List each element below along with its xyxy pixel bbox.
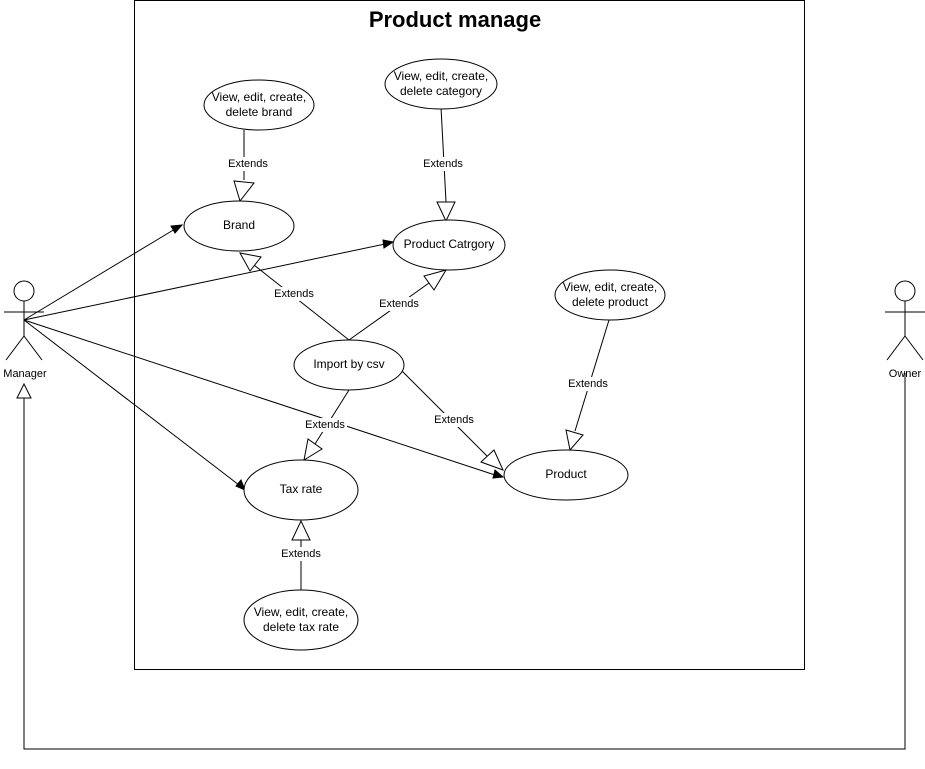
actor-manager[interactable]: Manager — [3, 280, 47, 380]
extend-crudproduct-product-label: Extends — [568, 378, 608, 390]
extend-import-taxrate — [314, 389, 350, 445]
actor-owner-head — [894, 280, 916, 302]
generalization-owner-manager-arrowhead — [16, 382, 32, 399]
extend-import-brand-arrowhead — [239, 252, 262, 272]
usecase-product-category-label: Product Catrgory — [404, 237, 495, 251]
usecase-tax-rate[interactable]: Tax rate — [243, 459, 359, 521]
usecase-crud-brand[interactable]: View, edit, create, delete brand — [203, 79, 315, 131]
usecase-crud-tax-rate-line1: View, edit, create, — [254, 605, 349, 619]
actor-owner-label: Owner — [889, 368, 922, 380]
extend-crudcategory-category-label: Extends — [423, 158, 463, 170]
usecase-crud-category-line1: View, edit, create, — [394, 69, 489, 83]
assoc-manager-category-arrowhead — [382, 239, 395, 249]
usecase-crud-category[interactable]: View, edit, create, delete category — [384, 58, 498, 110]
usecase-crud-product-line1: View, edit, create, — [563, 280, 658, 294]
system-title: Product manage — [369, 7, 541, 32]
usecase-crud-brand-line1: View, edit, create, — [212, 90, 307, 104]
usecase-tax-rate-label: Tax rate — [280, 482, 323, 496]
extend-crudtaxrate-taxrate-label: Extends — [281, 548, 321, 560]
usecase-product-label: Product — [545, 467, 587, 481]
usecase-brand-label: Brand — [223, 218, 255, 232]
extend-import-brand-label: Extends — [274, 288, 314, 300]
usecase-product-category[interactable]: Product Catrgory — [392, 219, 506, 271]
generalization-owner-manager — [23, 373, 906, 750]
assoc-manager-product — [23, 319, 496, 476]
extend-crudtaxrate-taxrate-arrowhead — [291, 519, 311, 541]
extend-import-taxrate-arrowhead — [303, 438, 323, 462]
usecase-brand[interactable]: Brand — [183, 200, 295, 252]
extend-crudbrand-brand-label: Extends — [228, 158, 268, 170]
actor-manager-head — [13, 280, 35, 302]
assoc-manager-brand-arrowhead — [170, 224, 184, 234]
assoc-manager-category — [23, 243, 386, 321]
usecase-crud-tax-rate-line2: delete tax rate — [263, 620, 339, 634]
usecase-crud-category-line2: delete category — [400, 84, 482, 98]
extend-import-category-arrowhead — [423, 269, 448, 291]
extend-import-product-label: Extends — [434, 414, 474, 426]
usecase-crud-brand-line2: delete brand — [226, 105, 293, 119]
assoc-manager-brand — [23, 228, 176, 321]
extend-import-category — [348, 282, 430, 341]
extend-import-product-arrowhead — [480, 449, 504, 471]
extend-crudproduct-product — [574, 319, 610, 432]
extend-import-taxrate-label: Extends — [305, 419, 345, 431]
usecase-crud-product-line2: delete product — [572, 295, 649, 309]
assoc-manager-taxrate — [23, 319, 240, 486]
usecase-crud-product[interactable]: View, edit, create, delete product — [554, 269, 666, 321]
usecase-crud-tax-rate[interactable]: View, edit, create, delete tax rate — [243, 589, 359, 651]
extend-crudproduct-product-arrowhead — [565, 429, 584, 452]
actor-owner[interactable]: Owner — [885, 280, 925, 380]
extend-import-category-label: Extends — [379, 298, 419, 310]
extend-crudcategory-category — [440, 106, 447, 203]
usecase-product[interactable]: Product — [503, 449, 629, 501]
assoc-manager-taxrate-arrowhead — [235, 479, 246, 491]
assoc-manager-product-arrowhead — [492, 469, 505, 479]
extend-crudcategory-category-arrowhead — [436, 201, 456, 223]
actor-manager-label: Manager — [3, 368, 47, 380]
usecase-import-by-csv[interactable]: Import by csv — [293, 339, 405, 391]
usecase-import-by-csv-label: Import by csv — [313, 357, 384, 371]
extend-crudbrand-brand-arrowhead — [233, 180, 255, 203]
extend-import-brand — [253, 264, 350, 341]
